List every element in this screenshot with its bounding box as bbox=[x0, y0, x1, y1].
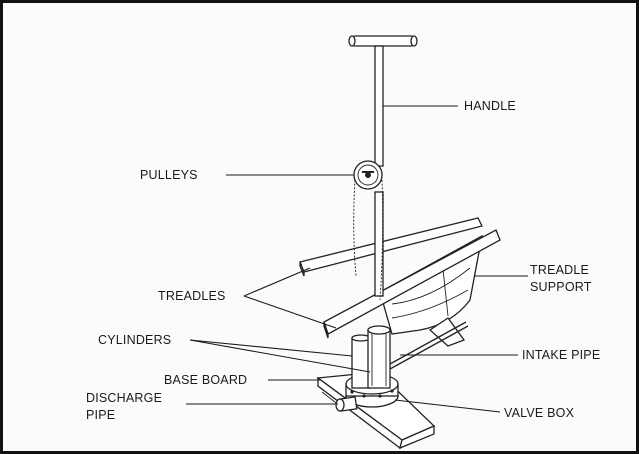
label-discharge-pipe-line1: DISCHARGE bbox=[86, 391, 162, 405]
intake-pipe bbox=[389, 321, 469, 370]
treadles bbox=[299, 217, 501, 339]
discharge-pipe bbox=[335, 396, 358, 412]
label-treadles: TREADLES bbox=[158, 289, 226, 303]
cylinders bbox=[351, 325, 391, 389]
leader-lines bbox=[186, 105, 528, 413]
label-intake-pipe: INTAKE PIPE bbox=[522, 348, 600, 362]
label-handle: HANDLE bbox=[464, 99, 516, 113]
label-treadle-support-line2: SUPPORT bbox=[530, 280, 592, 294]
label-pulleys: PULLEYS bbox=[140, 168, 198, 182]
label-discharge-pipe-line2: PIPE bbox=[86, 408, 115, 422]
label-base-board: BASE BOARD bbox=[164, 373, 247, 387]
label-valve-box: VALVE BOX bbox=[504, 406, 575, 420]
label-treadle-support-line1: TREADLE bbox=[530, 263, 589, 277]
pulleys bbox=[353, 160, 384, 301]
label-cylinders: CYLINDERS bbox=[98, 333, 171, 347]
